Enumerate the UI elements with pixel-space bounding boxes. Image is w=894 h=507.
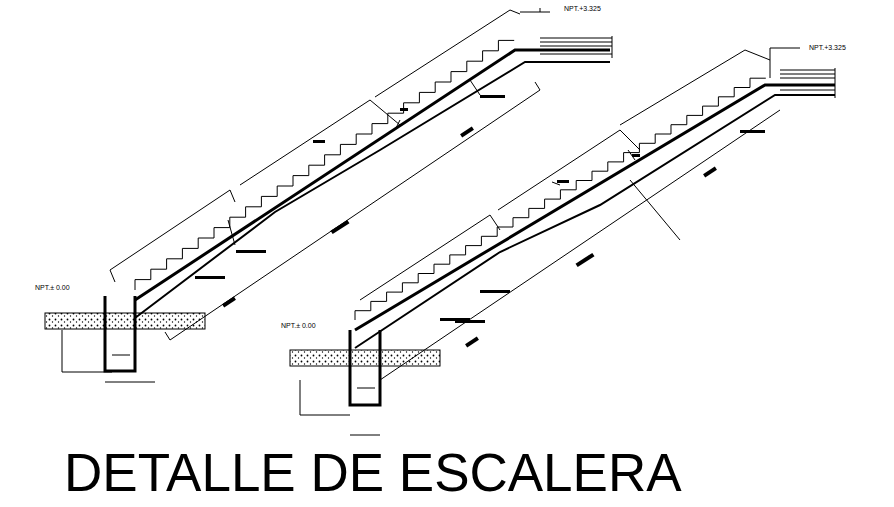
dimension-line (110, 190, 235, 282)
dimension-line (240, 100, 400, 185)
stair-slab-bottom (355, 95, 835, 348)
dimension-line (62, 8, 550, 382)
stair-steps (355, 78, 766, 320)
drawing-title: DETALLE DE ESCALERA (64, 446, 682, 499)
footing-bar (112, 355, 130, 356)
leader-line (228, 80, 480, 245)
level-label: NPT.± 0.00 (280, 322, 317, 329)
footing (105, 296, 135, 371)
ground-fill (45, 313, 205, 329)
note-marks (195, 95, 765, 347)
leader-line (552, 150, 635, 185)
dimension-line (620, 50, 770, 125)
dimension-line (375, 10, 520, 97)
dimension-line (380, 110, 780, 380)
stair-slab-bottom (135, 62, 610, 318)
dimension-line (300, 48, 800, 435)
dimension-line (360, 215, 500, 300)
dimension-line (498, 130, 640, 210)
dimension-line (165, 82, 540, 340)
top-slab (540, 36, 612, 58)
stair-steps (135, 40, 514, 290)
top-slab (780, 68, 835, 98)
level-label: NPT.+3.325 (808, 44, 847, 51)
ground-fill (290, 350, 440, 366)
level-label: NPT.± 0.00 (34, 284, 71, 291)
footing-bar (357, 388, 375, 389)
level-label: NPT.+3.325 (563, 5, 602, 12)
